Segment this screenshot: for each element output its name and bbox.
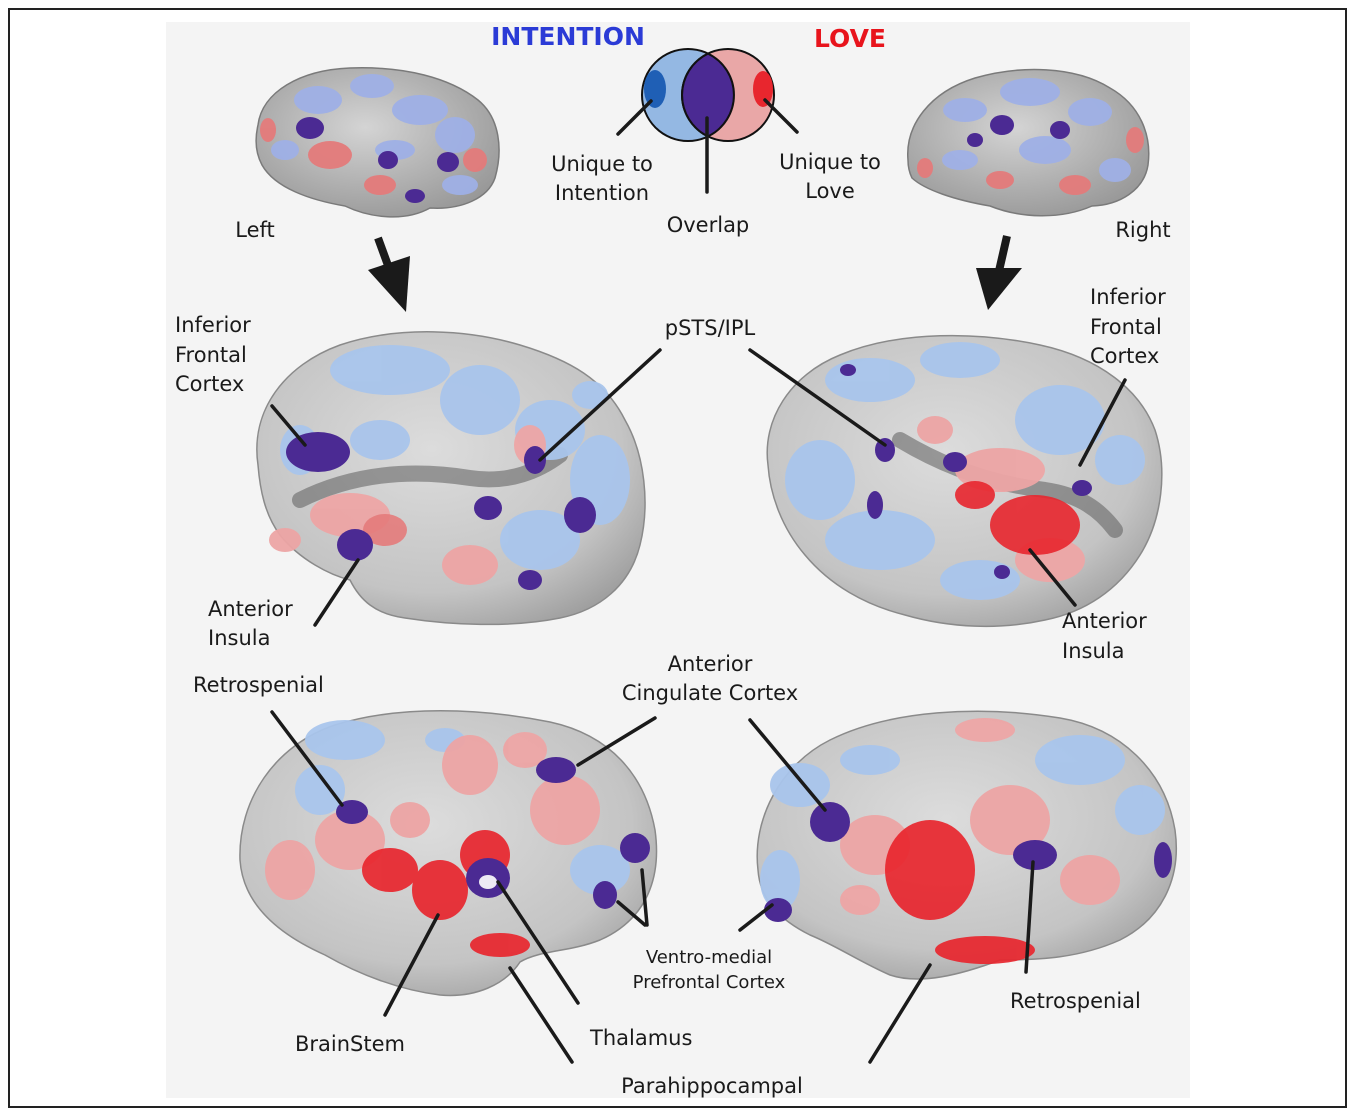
- label-insula-left-2: Insula: [208, 626, 270, 650]
- arrow-left: [368, 238, 410, 312]
- label-acc-2: Cingulate Cortex: [622, 681, 798, 705]
- label-thalamus: Thalamus: [589, 1026, 692, 1050]
- label-brainstem: BrainStem: [295, 1032, 405, 1056]
- label-unique-love-1: Unique to: [779, 150, 881, 174]
- label-ifc-right-3: Cortex: [1090, 344, 1159, 368]
- label-right: Right: [1115, 218, 1170, 242]
- lateral-right-hemisphere: [767, 336, 1162, 627]
- label-vmpfc-1: Ventro-medial: [646, 947, 772, 968]
- top-left-brain: [256, 68, 499, 217]
- label-insula-left-1: Anterior: [208, 597, 293, 621]
- leader-parahippocampal-right: [870, 965, 930, 1062]
- label-left: Left: [235, 218, 275, 242]
- label-unique-intention-1: Unique to: [551, 152, 653, 176]
- medial-right-hemisphere: [757, 711, 1176, 979]
- label-insula-right-1: Anterior: [1062, 609, 1147, 633]
- leader-unique-intention: [618, 101, 651, 134]
- label-retrosplenial-right: Retrospenial: [1010, 989, 1141, 1013]
- arrow-right: [976, 236, 1022, 310]
- label-unique-intention-2: Intention: [555, 181, 649, 205]
- label-parahippocampal: Parahippocampal: [621, 1074, 803, 1098]
- label-overlap: Overlap: [667, 213, 750, 237]
- label-insula-right-2: Insula: [1062, 639, 1124, 663]
- label-ifc-left-2: Frontal: [175, 343, 247, 367]
- top-right-brain: [908, 70, 1149, 216]
- label-unique-love-2: Love: [805, 179, 855, 203]
- label-vmpfc-2: Prefrontal Cortex: [633, 972, 786, 993]
- label-acc-1: Anterior: [668, 652, 753, 676]
- label-psts: pSTS/IPL: [665, 316, 756, 340]
- label-ifc-left-1: Inferior: [175, 313, 251, 337]
- label-ifc-right-2: Frontal: [1090, 315, 1162, 339]
- love-title: LOVE: [814, 24, 886, 53]
- lateral-left-hemisphere: [257, 332, 645, 625]
- label-ifc-left-3: Cortex: [175, 372, 244, 396]
- venn-unique-love-region: [753, 71, 773, 107]
- label-ifc-right-1: Inferior: [1090, 285, 1166, 309]
- label-retrosplenial-left: Retrospenial: [193, 673, 324, 697]
- intention-title: INTENTION: [491, 22, 645, 51]
